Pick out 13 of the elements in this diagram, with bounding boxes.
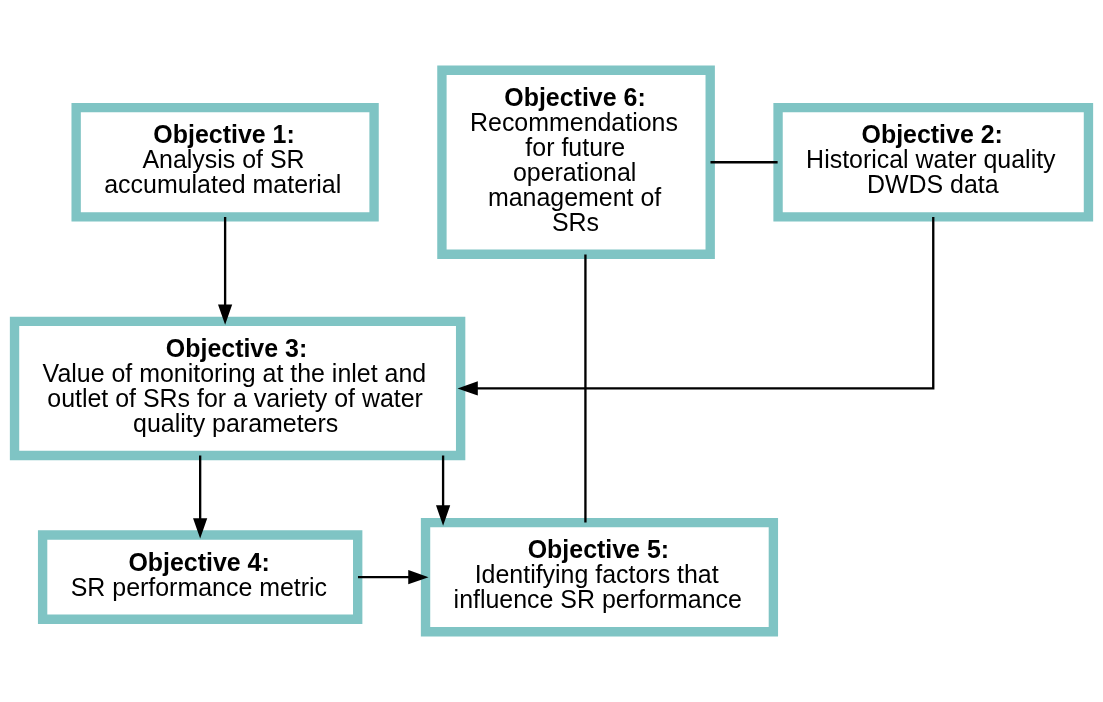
arrow bbox=[193, 455, 208, 539]
arrow bbox=[457, 217, 935, 396]
node-box: Objective 5: Identifying factors that influence SR performance bbox=[420, 517, 779, 637]
node-box: Objective 3: Value of monitoring at the inlet and outlet of SRs for a variety of water quality parameters bbox=[9, 316, 466, 461]
node-box: Objective 2: Historical water quality DWDS data bbox=[773, 103, 1094, 222]
node-box: Objective 1: Analysis of SR accumulated material bbox=[71, 103, 379, 222]
node-box: Objective 4: SR performance metric bbox=[37, 530, 363, 624]
arrow bbox=[218, 217, 233, 325]
node-box: Objective 6: Recommendations for future operational management of SRs bbox=[437, 65, 715, 259]
connector bbox=[584, 254, 587, 523]
arrow bbox=[358, 570, 429, 585]
arrow bbox=[436, 455, 451, 526]
connector bbox=[710, 161, 778, 164]
